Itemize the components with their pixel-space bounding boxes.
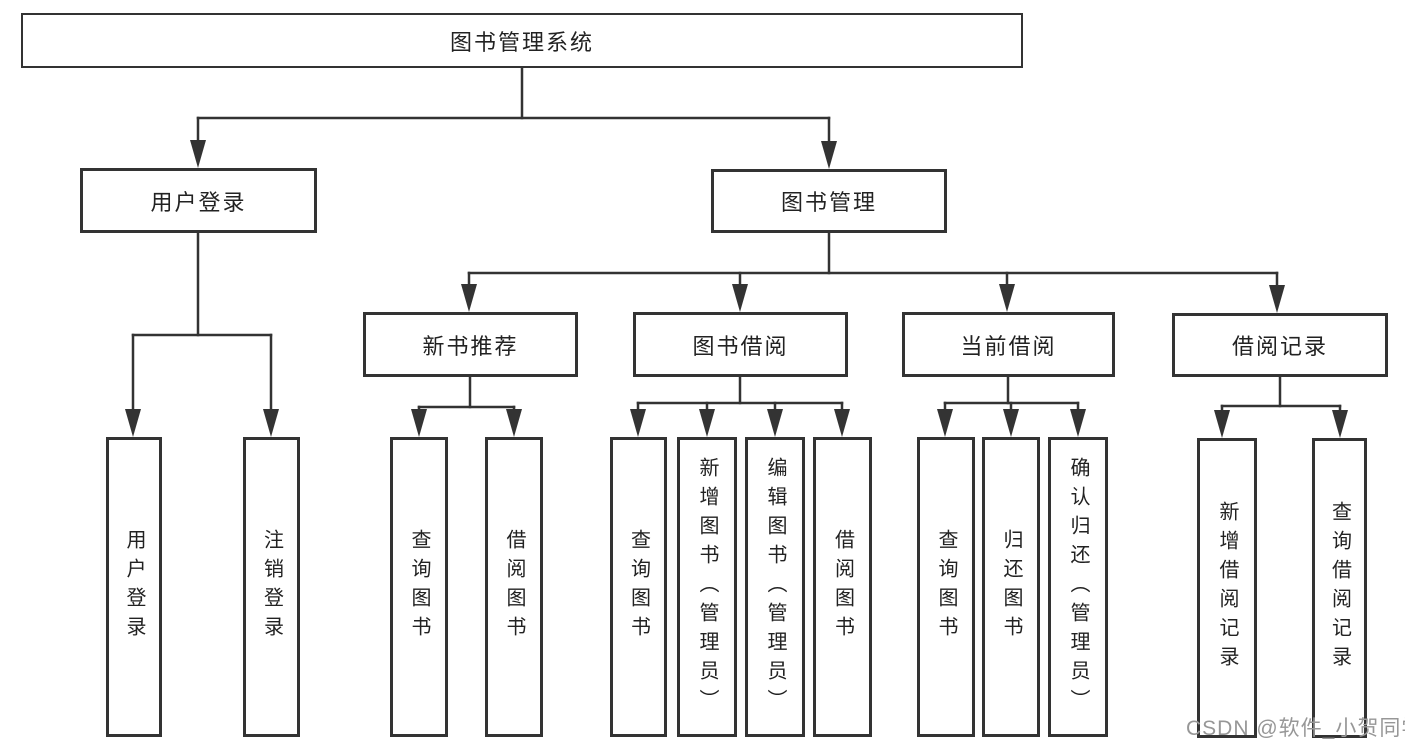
node-leaf-query-books-1: 查询图书 (390, 437, 448, 737)
node-book-management: 图书管理 (711, 169, 947, 233)
node-label: 新增图书（管理员） (696, 456, 718, 718)
node-label: 查询图书 (935, 529, 957, 645)
node-label: 借阅图书 (831, 529, 854, 645)
node-label: 图书管理 (780, 190, 877, 215)
node-label: 用户登录 (150, 189, 247, 215)
node-label: 借阅记录 (1231, 334, 1328, 359)
node-label: 新书推荐 (422, 333, 519, 359)
node-label: 借阅图书 (503, 529, 525, 645)
node-leaf-logout: 注销登录 (243, 437, 300, 737)
node-label: 注销登录 (260, 529, 283, 645)
node-label: 图书管理系统 (449, 29, 594, 55)
node-label: 确认归还（管理员） (1067, 456, 1089, 718)
node-label: 查询图书 (627, 529, 650, 645)
node-label: 归还图书 (1000, 529, 1022, 645)
node-leaf-query-books-3: 查询图书 (917, 437, 975, 737)
node-leaf-add-borrow-record: 新增借阅记录 (1197, 438, 1257, 738)
node-leaf-borrow-books-2: 借阅图书 (813, 437, 872, 737)
node-current-borrowing: 当前借阅 (902, 312, 1115, 377)
node-leaf-confirm-return: 确认归还（管理员） (1048, 437, 1108, 737)
node-user-login-group: 用户登录 (80, 168, 317, 233)
node-leaf-query-books-2: 查询图书 (610, 437, 667, 737)
node-root: 图书管理系统 (21, 13, 1023, 68)
node-book-borrowing: 图书借阅 (633, 312, 848, 377)
node-label: 图书借阅 (692, 333, 789, 359)
node-label: 编辑图书（管理员） (764, 456, 786, 718)
node-leaf-return-books: 归还图书 (982, 437, 1040, 737)
node-new-book-recommend: 新书推荐 (363, 312, 578, 377)
node-label: 当前借阅 (960, 333, 1057, 359)
node-leaf-borrow-books-1: 借阅图书 (485, 437, 543, 737)
node-leaf-add-books: 新增图书（管理员） (677, 437, 737, 737)
node-label: 用户登录 (123, 529, 145, 645)
node-borrowing-records: 借阅记录 (1172, 313, 1388, 377)
node-label: 新增借阅记录 (1216, 501, 1238, 675)
node-leaf-user-login: 用户登录 (106, 437, 162, 737)
node-leaf-edit-books: 编辑图书（管理员） (745, 437, 805, 737)
node-leaf-query-borrow-record: 查询借阅记录 (1312, 438, 1367, 738)
node-label: 查询借阅记录 (1328, 501, 1351, 675)
watermark: CSDN @软件_小贺同学 (1186, 717, 1405, 740)
node-label: 查询图书 (408, 529, 430, 645)
